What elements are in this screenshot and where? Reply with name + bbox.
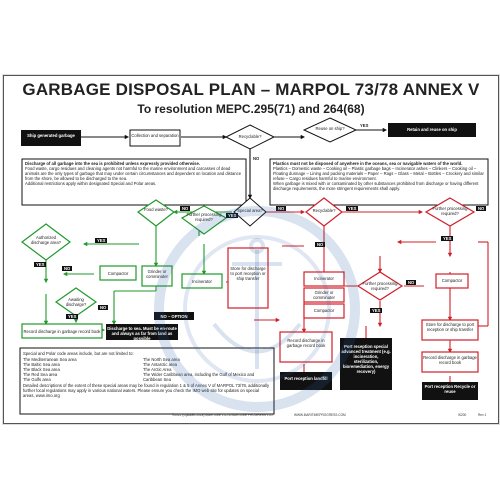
awaiting-label: Awaiting discharge? xyxy=(65,297,87,307)
footer-url: WWW.MARITIMEPROGRESS.COM xyxy=(294,413,346,417)
recyclable-top-label: Recyclable? xyxy=(238,134,262,139)
no-label-further-right: NO xyxy=(476,206,487,211)
no-label-await: NO xyxy=(98,305,109,310)
no-label-right: NO xyxy=(276,206,287,211)
flowchart xyxy=(19,117,489,415)
footer-copyright: ©2012 (Updated 2018) MARITIME LTD & MARI… xyxy=(172,413,274,417)
collection-label: Collection and separation xyxy=(131,133,179,138)
store-right-label: Store for discharge to port reception or… xyxy=(425,322,475,332)
right-notes-body: Plastics – Domestic waste – Cooking oil … xyxy=(273,166,484,181)
authorized-label: Authorized discharge area? xyxy=(30,235,62,245)
compactor-right-label: Compactor xyxy=(441,278,463,283)
ship-generated-label: Ship generated garbage xyxy=(27,133,75,138)
left-notes-heading: Discharge of all garbage into the sea is… xyxy=(25,161,200,166)
grinder-left-label: Grinder or comminuter xyxy=(146,269,168,279)
yes-label-further-right: YES xyxy=(441,236,454,241)
poster-subtitle: To resolution MEPC.295(71) and 264(68) xyxy=(137,102,365,116)
poster-title: GARBAGE DISPOSAL PLAN – MARPOL 73/78 ANN… xyxy=(22,80,480,99)
yes-label-left: YES xyxy=(95,238,108,243)
left-notes: Discharge of all garbage into the sea is… xyxy=(25,161,243,186)
right-notes-heading: Plastics must not be disposed of anywher… xyxy=(273,161,463,166)
special-areas-heading: Special and Polar code areas include, bu… xyxy=(23,351,134,356)
record-left-label: Record discharge in garbage record book xyxy=(23,329,101,334)
store-left-label: Store for discharge to port reception or… xyxy=(230,266,266,281)
areas-col1: The Mediterranean Sea area The Baltic Se… xyxy=(23,357,135,382)
footer-rev: Rev 1 xyxy=(478,413,487,417)
ship-generated-box xyxy=(21,130,81,146)
special-areas: Special and Polar code areas include, bu… xyxy=(23,351,271,398)
yes-label-top: YES xyxy=(360,123,369,128)
port-recycle-label: Port reception Recycle or reuse xyxy=(424,384,476,394)
retain-label: Retain and reuse on ship xyxy=(407,127,457,132)
special-area-label: Special area? xyxy=(237,208,263,213)
no-label-top: NO xyxy=(253,156,260,161)
no-label-further-mid: NO xyxy=(406,280,417,285)
port-special-label: Port reception special advanced treatmen… xyxy=(341,344,391,374)
area-item: The Black Sea area xyxy=(23,367,60,372)
special-areas-footer: Detailed descriptions of the extent of t… xyxy=(23,383,270,398)
incinerator-left-label: Incinerator xyxy=(192,279,212,284)
yes-label-further: YES xyxy=(226,213,239,218)
area-item: The Baltic Sea area xyxy=(23,362,60,367)
port-landfill-label: Port reception landfill xyxy=(284,376,328,381)
compactor-mid-label: Compactor xyxy=(313,308,335,313)
right-notes-extra: When garbage is mixed with or contaminat… xyxy=(273,181,479,191)
area-item: The Mediterranean Sea area xyxy=(23,357,77,362)
yes-label-recycle: YES xyxy=(346,206,359,211)
food-waste-label: Food waste? xyxy=(144,207,168,212)
grinder-mid-label: Grinder or comminuter xyxy=(313,290,335,300)
record-right-label: Record discharge in garbage record book xyxy=(423,355,477,365)
yes-label-auth: YES xyxy=(34,262,47,267)
footer-code: IS200 xyxy=(458,413,467,417)
left-notes-body: Food waste, cargo residues and cleaning … xyxy=(25,166,242,181)
area-item: The Antarctic area xyxy=(143,362,177,367)
no-label-recycle: NO xyxy=(315,242,326,247)
area-item: The Gulfs area xyxy=(23,377,51,382)
area-item: The Wider Caribbean area, including the … xyxy=(143,372,255,382)
no-option-label: NO – OPTION xyxy=(160,314,188,319)
further-mid-label: Further processing required? xyxy=(362,281,398,291)
yes-label-await: YES xyxy=(66,314,79,319)
yes-label-further-mid: YES xyxy=(370,308,383,313)
further-right-label: Further processing required? xyxy=(432,206,468,216)
right-notes: Plastics must not be disposed of anywher… xyxy=(273,161,485,191)
discharge-sea-label: Discharge to sea. Must be en-route and a… xyxy=(107,326,177,341)
area-item: The Arctic Area xyxy=(143,367,172,372)
record-mid-label: Record discharge in garbage record book xyxy=(286,338,326,348)
further-left-label: Further processing required? xyxy=(186,212,222,222)
incinerator-mid-label: Incinerator xyxy=(314,276,334,281)
garbage-plan-poster: GARBAGE DISPOSAL PLAN – MARPOL 73/78 ANN… xyxy=(3,75,499,424)
area-item: The Red Sea area xyxy=(23,372,58,377)
left-notes-extra: Additional restrictions apply within des… xyxy=(25,181,157,186)
no-label-left: NO xyxy=(180,206,191,211)
area-item: The North Sea area xyxy=(143,357,180,362)
areas-col2: The North Sea area The Antarctic area Th… xyxy=(143,357,269,382)
recyclable-right-label: Recyclable? xyxy=(312,208,336,213)
compactor-left-label: Compactor xyxy=(107,271,129,276)
no-label-auth: NO xyxy=(62,266,73,271)
reuse-label: Reuse on ship? xyxy=(315,126,345,131)
